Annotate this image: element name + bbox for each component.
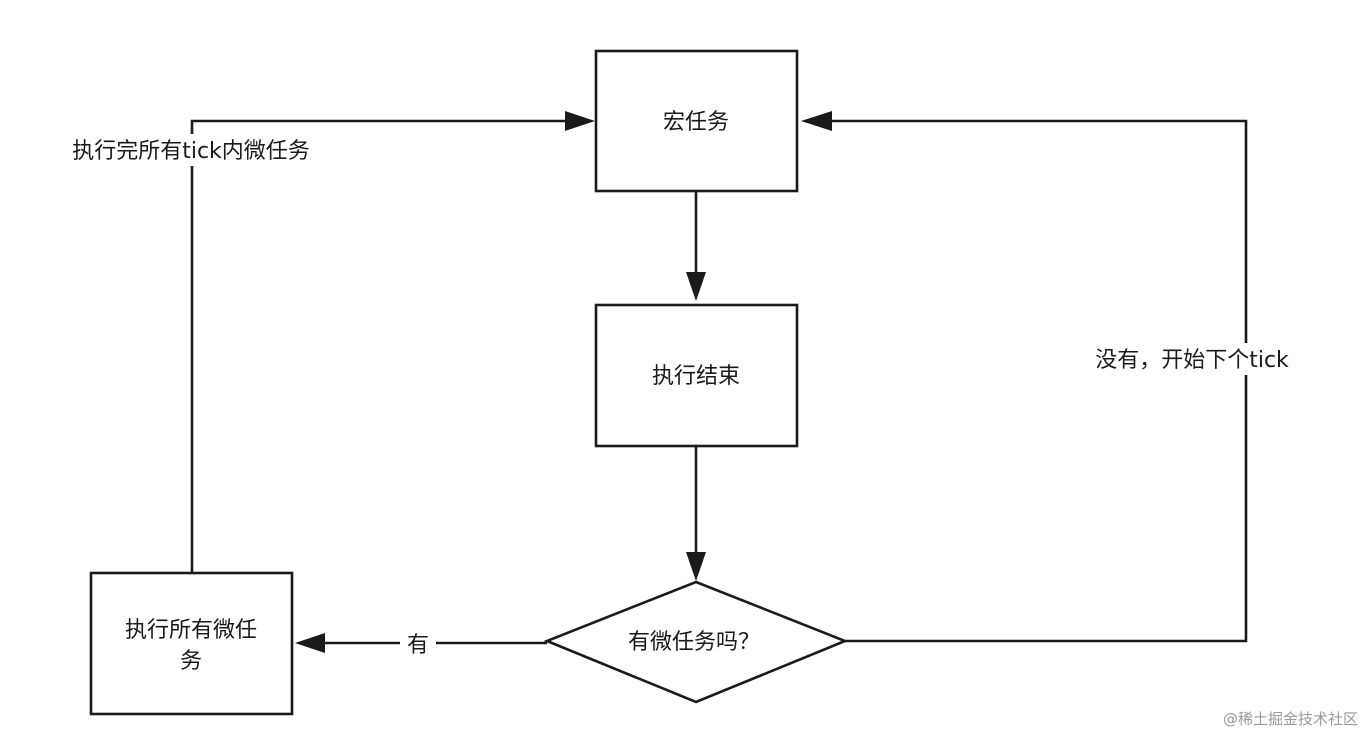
node-macro-task-label: 宏任务 <box>663 110 729 135</box>
node-run-all-micro: 执行所有微任 务 <box>89 571 294 716</box>
watermark-text: @稀土掘金技术社区 <box>1223 710 1358 728</box>
arrowhead-left-icon <box>801 111 832 131</box>
node-has-micro-decision-label: 有微任务吗？ <box>628 630 760 655</box>
node-has-micro-decision: 有微任务吗？ <box>543 580 849 704</box>
edge-end-to-decision <box>686 446 706 581</box>
edge-label-no-group: 没有，开始下个tick <box>1074 343 1310 375</box>
edge-label-loop-back: 执行完所有tick内微任务 <box>72 139 310 164</box>
edge-label-yes-group: 有 <box>400 630 436 658</box>
node-execution-end: 执行结束 <box>594 303 799 448</box>
edge-label-yes: 有 <box>407 633 429 658</box>
edge-label-loop-back-group: 执行完所有tick内微任务 <box>48 134 336 166</box>
node-run-all-micro-label-line1: 执行所有微任 <box>125 618 257 643</box>
node-run-all-micro-label-line2: 务 <box>180 649 202 674</box>
node-execution-end-label: 执行结束 <box>652 364 740 389</box>
node-macro-task: 宏任务 <box>594 49 799 193</box>
arrowhead-left-icon <box>295 633 325 653</box>
edge-label-no: 没有，开始下个tick <box>1095 348 1289 373</box>
arrowhead-right-icon <box>565 111 595 131</box>
arrowhead-down-icon <box>686 552 706 581</box>
arrowhead-down-icon <box>686 272 706 301</box>
edge-macro-to-end <box>686 191 706 301</box>
edge-decision-no <box>801 111 1248 643</box>
edge-loop-back <box>190 111 595 572</box>
